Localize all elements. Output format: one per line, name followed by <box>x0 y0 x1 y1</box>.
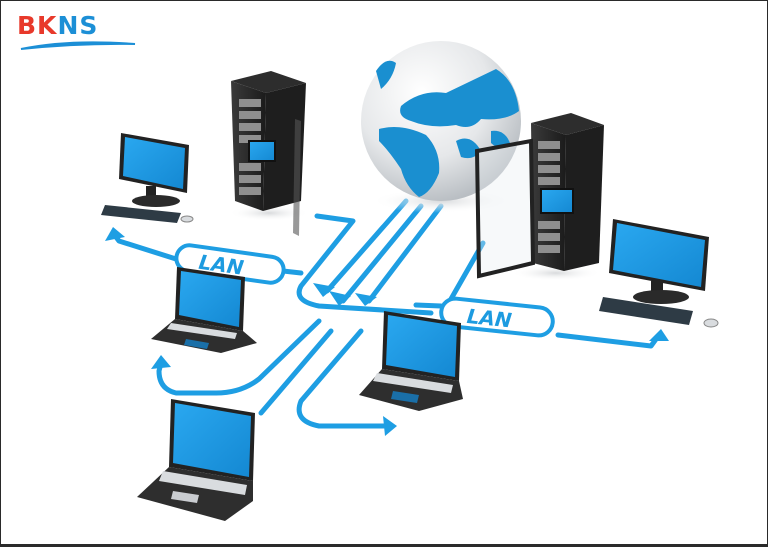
lan-label-right: LAN <box>439 296 555 338</box>
laptop-top-left <box>151 267 257 353</box>
bkns-logo: BKNS <box>17 11 137 51</box>
logo-swoosh-icon <box>20 41 136 50</box>
cable-arrowheads <box>105 227 669 436</box>
server-rack-right <box>474 113 604 281</box>
lan-text-right: LAN <box>466 304 513 333</box>
laptop-center <box>359 311 463 411</box>
desktop-computer-left <box>101 133 194 223</box>
logo-text-ns: NS <box>57 11 99 40</box>
logo-text: BKNS <box>17 11 98 41</box>
logo-text-bk: BK <box>17 11 58 40</box>
laptop-bottom-left <box>137 399 255 521</box>
desktop-computer-right <box>599 219 719 328</box>
server-rack-left <box>229 71 309 236</box>
network-cables <box>110 198 662 429</box>
